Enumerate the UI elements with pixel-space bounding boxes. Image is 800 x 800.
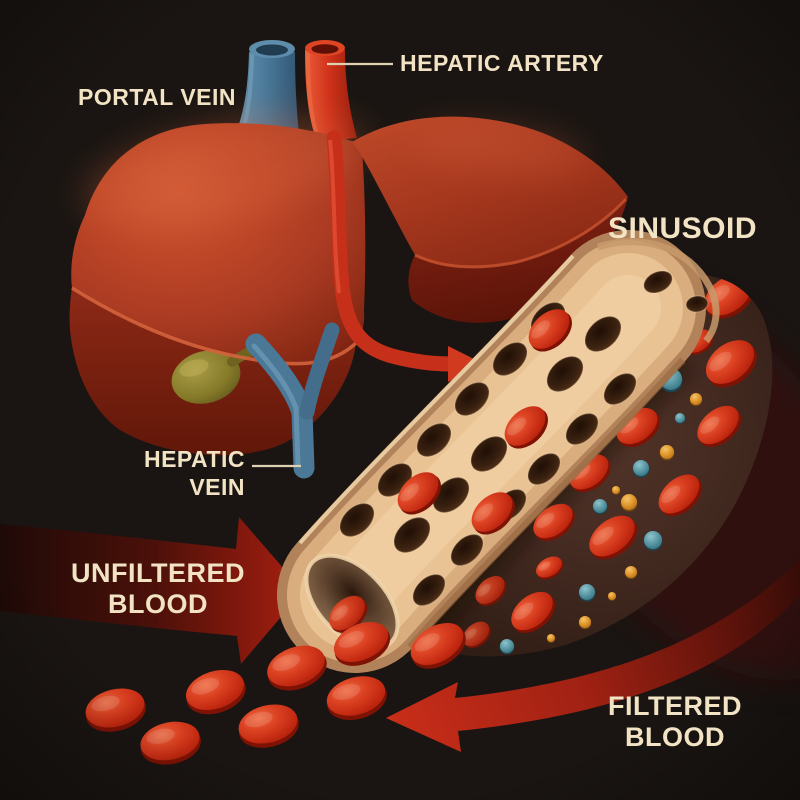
hepatic-artery-label: HEPATIC ARTERY xyxy=(400,50,604,76)
filtered-blood-label: FILTERED BLOOD xyxy=(608,691,742,753)
sinusoid-label: SINUSOID xyxy=(608,212,758,245)
portal-vein-label: PORTAL VEIN xyxy=(78,84,236,110)
hepatic-vein-label: HEPATIC VEIN xyxy=(143,446,245,500)
unfiltered-blood-label: UNFILTERED BLOOD xyxy=(71,558,245,620)
